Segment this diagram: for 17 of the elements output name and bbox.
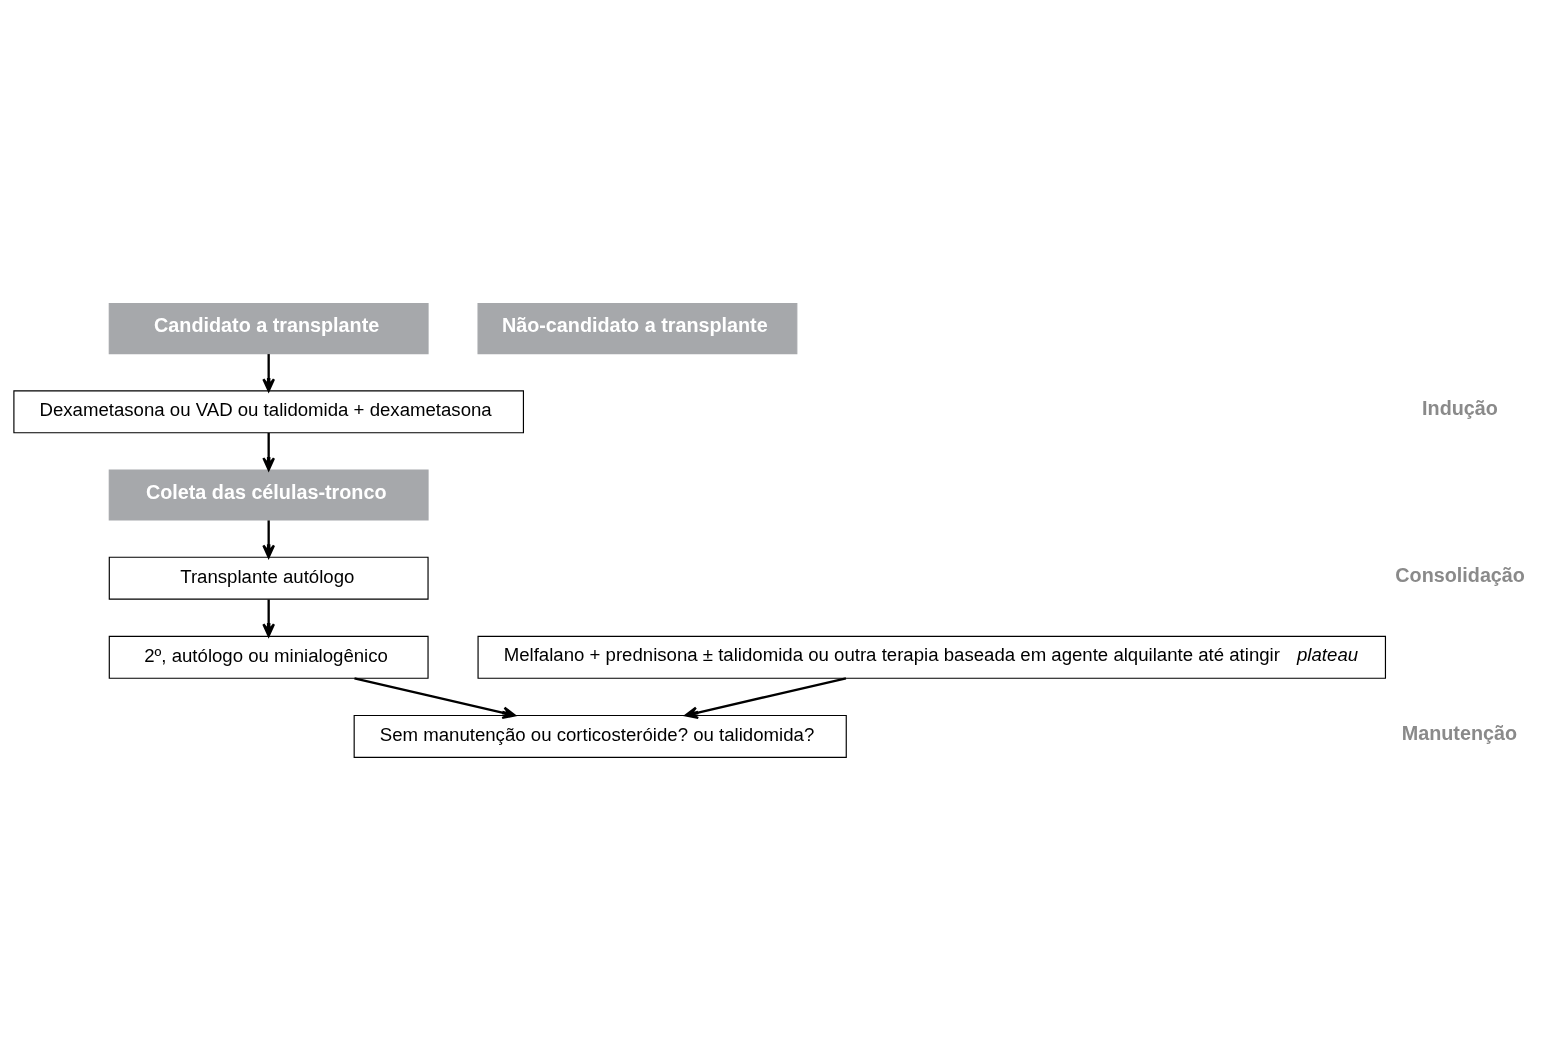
node-box: Melfalano + prednisona ± talidomida ou outra terapia baseada em agente alquilante até atingir plateau xyxy=(477,635,1386,679)
label: Indução xyxy=(1421,396,1498,419)
node-box: Candidato a transplante xyxy=(108,302,429,354)
node-box: Dexametasona ou VAD ou talidomida + dexametasona xyxy=(12,389,524,433)
arrow xyxy=(353,676,516,719)
arrow xyxy=(261,519,275,558)
node-box: 2º, autólogo ou minialogênico xyxy=(108,635,429,679)
node-box: Transplante autólogo xyxy=(108,556,429,600)
label: Consolidação xyxy=(1394,563,1525,586)
node-box: Coleta das células-tronco xyxy=(108,468,429,521)
arrow xyxy=(684,676,846,719)
arrow xyxy=(261,432,275,471)
arrow xyxy=(261,599,275,637)
label: Manutenção xyxy=(1401,721,1517,744)
node-box: Não-candidato a transplante xyxy=(477,302,797,354)
node-box: Sem manutenção ou corticosteróide? ou talidomida? xyxy=(353,714,847,758)
arrow xyxy=(261,353,275,392)
